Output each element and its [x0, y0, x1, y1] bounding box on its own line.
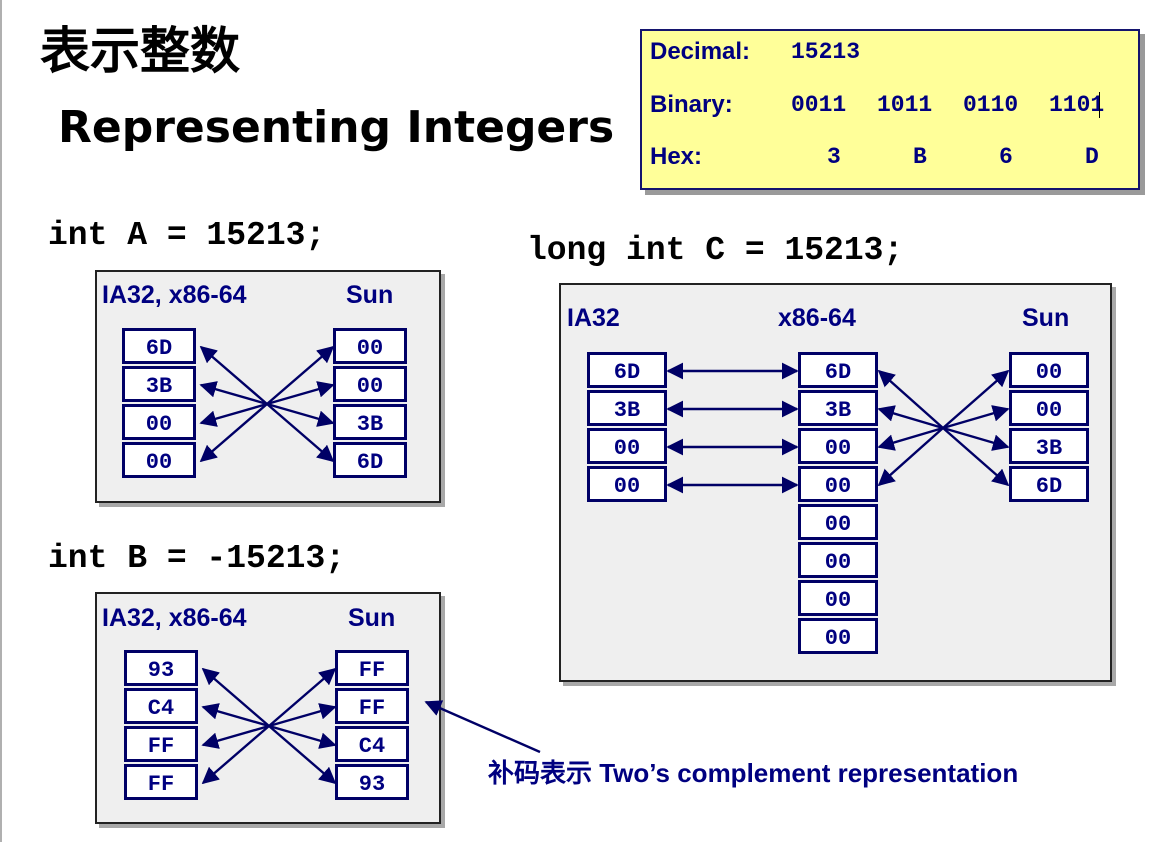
byte-cell: 3B [1009, 428, 1089, 464]
byte-cell: 6D [333, 442, 407, 478]
decimal-label: Decimal: [650, 38, 751, 65]
binary-group: 0011 [791, 92, 847, 118]
text-cursor [1099, 92, 1100, 118]
byte-cell: 00 [587, 466, 667, 502]
byte-cell: 00 [587, 428, 667, 464]
byte-cell: 6D [122, 328, 196, 364]
byte-cell: 93 [124, 650, 198, 686]
hex-label: Hex: [650, 143, 703, 170]
label-ia32-x86-64: IA32, x86-64 [102, 604, 247, 632]
left-border [0, 0, 2, 842]
hex-row: Hex: 3 B 6 D [650, 142, 1140, 172]
number-info-box: Decimal: 15213 Binary: 0011 1011 0110 11… [640, 29, 1140, 190]
byte-cell: 3B [122, 366, 196, 402]
byte-cell: 6D [587, 352, 667, 388]
slide-title-english: Representing Integers [58, 102, 615, 153]
byte-cell: C4 [335, 726, 409, 762]
binary-group: 0110 [963, 92, 1019, 118]
byte-cell: 00 [798, 428, 878, 464]
byte-cell: 3B [798, 390, 878, 426]
hex-digit: 6 [999, 144, 1013, 170]
byte-cell: 00 [798, 542, 878, 578]
byte-cell: 00 [122, 442, 196, 478]
byte-cell: 00 [333, 328, 407, 364]
slide-title-chinese: 表示整数 [40, 22, 240, 80]
byte-cell: 00 [333, 366, 407, 402]
decimal-row: Decimal: 15213 [650, 37, 1140, 67]
decimal-value: 15213 [791, 39, 861, 65]
byte-cell: 00 [1009, 390, 1089, 426]
byte-cell: 00 [798, 466, 878, 502]
label-sun: Sun [346, 281, 394, 309]
label-sun: Sun [348, 604, 396, 632]
hex-digit: B [913, 144, 927, 170]
code-int-a: int A = 15213; [48, 217, 326, 254]
byte-cell: C4 [124, 688, 198, 724]
binary-group: 1101 [1049, 92, 1105, 118]
label-x86-64: x86-64 [778, 304, 856, 332]
byte-cell: FF [124, 764, 198, 800]
byte-cell: 6D [1009, 466, 1089, 502]
byte-cell: 3B [333, 404, 407, 440]
byte-cell: 6D [798, 352, 878, 388]
binary-group: 1011 [877, 92, 933, 118]
byte-cell: FF [124, 726, 198, 762]
label-ia32-x86-64: IA32, x86-64 [102, 281, 247, 309]
code-int-b: int B = -15213; [48, 540, 346, 577]
byte-cell: 00 [798, 580, 878, 616]
byte-cell: FF [335, 688, 409, 724]
twos-complement-note: 补码表示 Two’s complement representation [488, 758, 1019, 788]
byte-cell: 00 [122, 404, 196, 440]
byte-cell: 3B [587, 390, 667, 426]
byte-cell: FF [335, 650, 409, 686]
binary-row: Binary: 0011 1011 0110 1101 [650, 90, 1140, 120]
byte-cell: 00 [798, 504, 878, 540]
hex-digit: 3 [827, 144, 841, 170]
byte-cell: 00 [798, 618, 878, 654]
hex-digit: D [1085, 144, 1099, 170]
label-ia32: IA32 [567, 304, 620, 332]
byte-cell: 93 [335, 764, 409, 800]
byte-cell: 00 [1009, 352, 1089, 388]
note-pointer-arrow [424, 700, 541, 754]
code-long-c: long int C = 15213; [527, 232, 904, 269]
label-sun: Sun [1022, 304, 1070, 332]
binary-label: Binary: [650, 91, 733, 118]
